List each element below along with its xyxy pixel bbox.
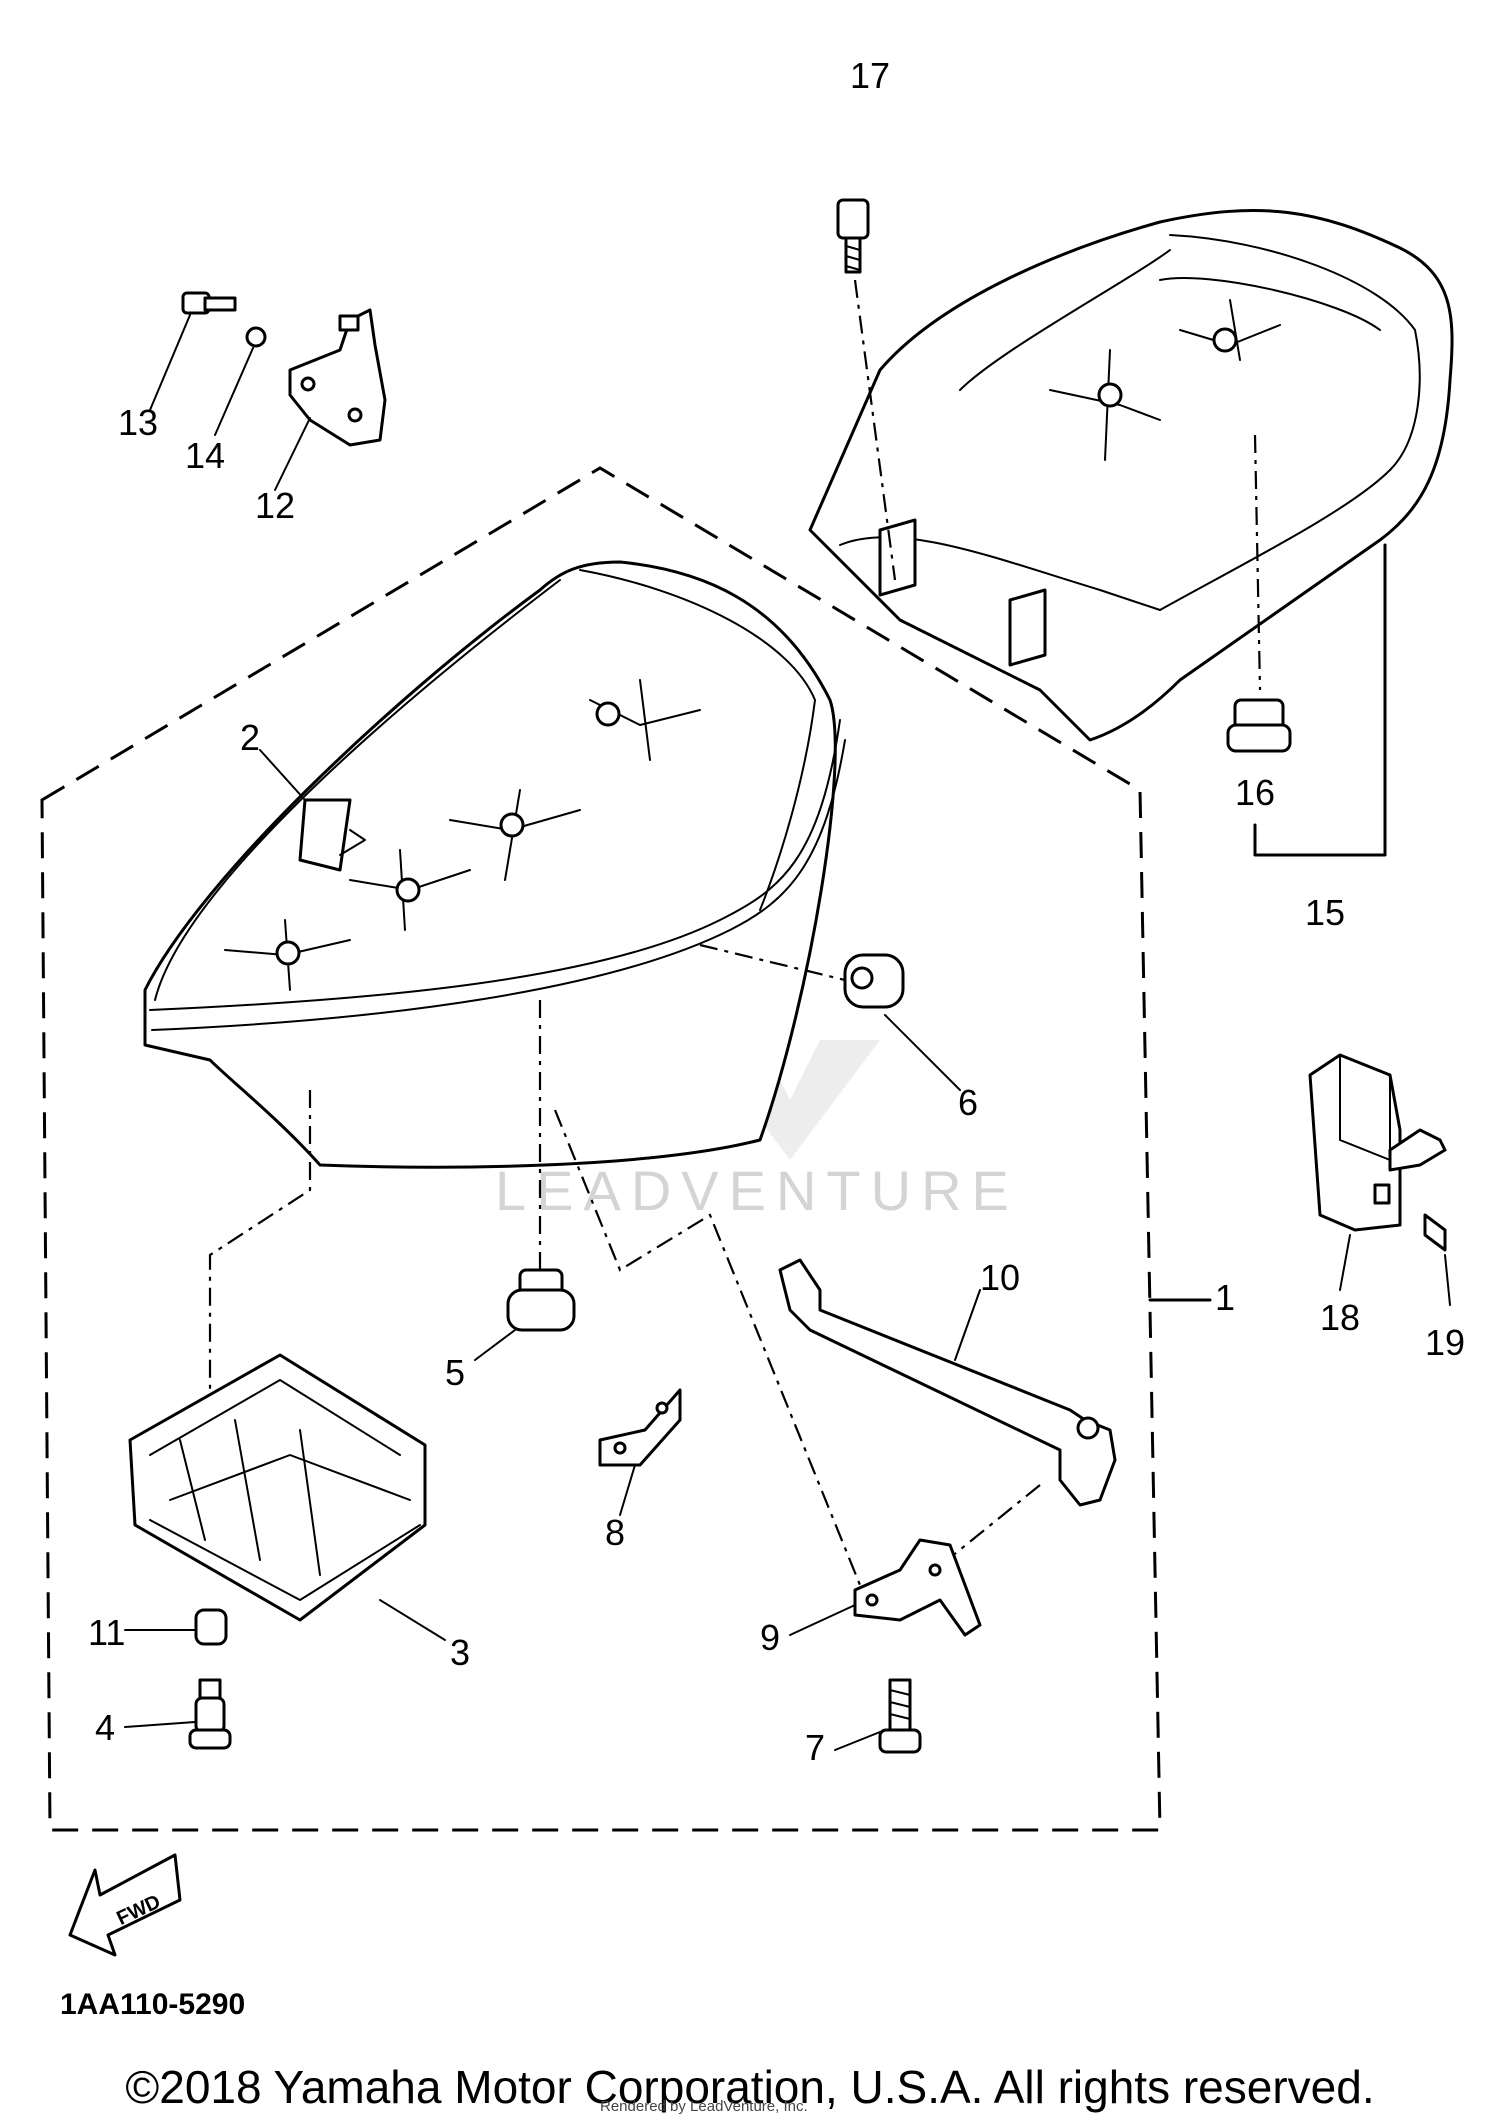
leader-5b (474, 1329, 516, 1361)
leader-9b (789, 1604, 856, 1636)
leader-10b (954, 1289, 981, 1361)
bracket-8 (598, 1388, 682, 1467)
damper-5 (506, 1268, 576, 1332)
main-seat-2 (143, 560, 846, 1169)
leader-12 (274, 417, 311, 491)
callout-11: 11 (88, 1612, 125, 1653)
leader-18 (1339, 1234, 1351, 1291)
leader-16 (1253, 434, 1262, 691)
bolt-17 (836, 198, 870, 274)
leader-13 (149, 314, 191, 411)
leader-19 (1444, 1254, 1451, 1306)
leader-14 (214, 347, 254, 436)
callout-19: 19 (1425, 1322, 1465, 1363)
callout-4: 4 (95, 1707, 115, 1748)
leader-9 (553, 1109, 862, 1586)
callout-8: 8 (605, 1512, 625, 1553)
bracket-12 (288, 308, 387, 447)
rendered-by-note: Rendered by LeadVenture, Inc. (600, 2098, 808, 2115)
callout-6: 6 (958, 1082, 978, 1123)
callout-2: 2 (240, 717, 260, 758)
callout-12: 12 (255, 485, 295, 526)
assembly-boundary (40, 466, 1162, 1832)
leader-3b (379, 1599, 446, 1641)
leader-8 (619, 1464, 636, 1516)
rod-10 (778, 1258, 1117, 1507)
lock-18 (1308, 1053, 1447, 1232)
tray-3 (128, 1353, 427, 1622)
callout-13: 13 (118, 402, 158, 443)
washer-14 (245, 326, 267, 348)
damper-6 (843, 953, 905, 1009)
leader-3 (208, 1090, 312, 1460)
bolt-7 (878, 1678, 922, 1754)
nut-11 (194, 1608, 228, 1646)
leader-2 (259, 749, 306, 801)
leader-17 (853, 279, 897, 581)
callout-9: 9 (760, 1617, 780, 1658)
callout-17: 17 (850, 55, 890, 96)
leader-6 (699, 943, 846, 982)
copyright-notice: ©2018 Yamaha Motor Corporation, U.S.A. A… (125, 2061, 1375, 2113)
callout-5: 5 (445, 1352, 465, 1393)
callout-10: 10 (980, 1257, 1020, 1298)
callout-3: 3 (450, 1632, 470, 1673)
callout-16: 16 (1235, 772, 1275, 813)
damper-16 (1226, 698, 1292, 753)
bolt-13 (181, 291, 237, 315)
leader-4 (124, 1721, 196, 1728)
leader-7 (834, 1729, 886, 1751)
watermark-text: LEADVENTURE (495, 1159, 1019, 1222)
bracket-15 (1253, 543, 1387, 857)
leader-6b (884, 1014, 961, 1091)
diagram-code: 1AA110-5290 (60, 1988, 246, 2021)
callout-18: 18 (1320, 1297, 1360, 1338)
callout-15: 15 (1305, 892, 1345, 933)
callout-14: 14 (185, 435, 225, 476)
callout-1: 1 (1215, 1277, 1235, 1318)
fastener-4 (188, 1678, 232, 1750)
callout-7: 7 (805, 1727, 825, 1768)
screw-19 (1423, 1213, 1447, 1252)
bracket-9 (853, 1538, 982, 1637)
forward-arrow-icon: FWD (68, 1853, 182, 1957)
rear-seat-15 (808, 209, 1454, 742)
